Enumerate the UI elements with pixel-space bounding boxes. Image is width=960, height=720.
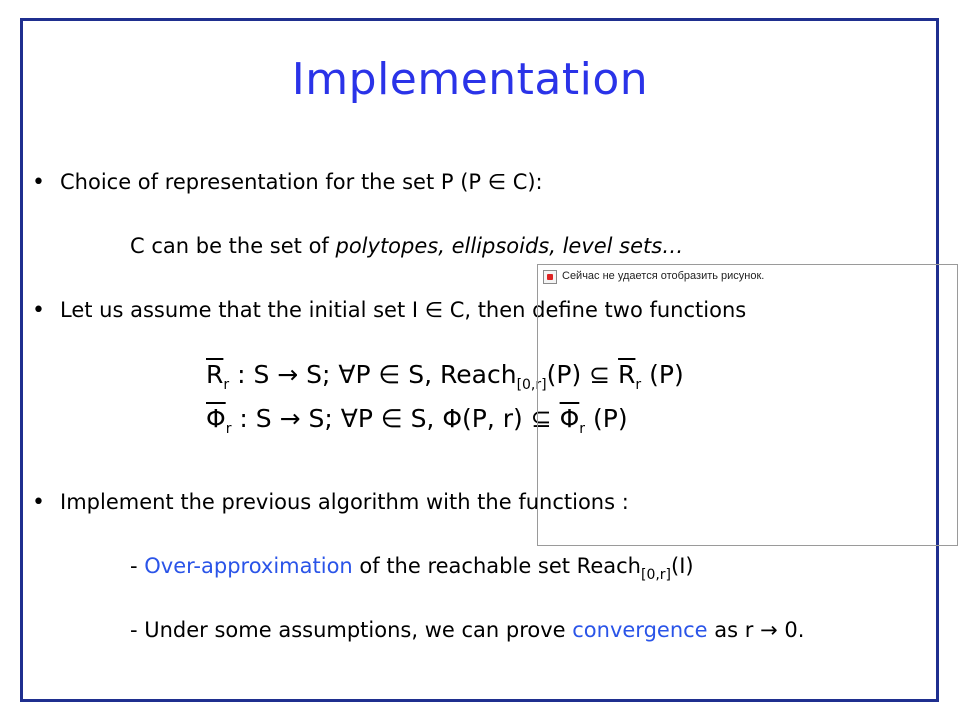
slide-frame xyxy=(20,18,939,702)
limit-text: as r → 0. xyxy=(707,618,805,642)
eq-r-sub-2: r xyxy=(635,377,642,393)
bullet-assume: Let us assume that the initial set I ∈ C… xyxy=(60,298,747,322)
bullet-choice: Choice of representation for the set P (… xyxy=(60,170,543,194)
eq-reach-text: : S → S; ∀P ∈ S, Reach xyxy=(229,360,517,389)
broken-image-icon xyxy=(543,270,557,284)
convergence-line: - Under some assumptions, we can prove c… xyxy=(130,618,804,642)
bullet-dot: • xyxy=(32,490,45,515)
broken-image-text: Сейчас не удается отобразить рисунок. xyxy=(562,270,765,282)
slide-title: Implementation xyxy=(291,54,649,105)
eq-r-sub: r xyxy=(223,377,230,393)
representation-examples: polytopes, ellipsoids, level sets… xyxy=(335,234,684,258)
eq-phi-sub-2: r xyxy=(579,421,586,437)
reach-sub: [0,r] xyxy=(640,567,672,583)
eq-subset: (P) ⊆ xyxy=(546,360,619,389)
equation-phi: Φr : S → S; ∀P ∈ S, Φ(P, r) ⊆ Φr (P) xyxy=(206,404,628,437)
eq-r-bar-2: R xyxy=(618,360,636,389)
eq-phi-p: (P) xyxy=(585,404,628,433)
reach-arg: (I) xyxy=(671,554,694,578)
over-approximation-term: Over-approximation xyxy=(144,554,353,578)
eq-r-bar: R xyxy=(206,360,224,389)
bullet-dot: • xyxy=(32,170,45,195)
convergence-term: convergence xyxy=(572,618,708,642)
representation-line: C can be the set of polytopes, ellipsoid… xyxy=(130,234,683,258)
reachable-set-text: of the reachable set Reach xyxy=(352,554,641,578)
dash: - xyxy=(130,554,145,578)
equation-reach: Rr : S → S; ∀P ∈ S, Reach[0,r](P) ⊆ Rr (… xyxy=(206,360,684,393)
assumption-text: - Under some assumptions, we can prove xyxy=(130,618,573,642)
eq-phi-bar: Φ xyxy=(206,404,226,433)
representation-text: C can be the set of xyxy=(130,234,336,258)
eq-phi-sub: r xyxy=(225,421,232,437)
eq-p: (P) xyxy=(641,360,684,389)
bullet-dot: • xyxy=(32,298,45,323)
eq-phi-bar-2: Φ xyxy=(559,404,580,433)
broken-image-placeholder: Сейчас не удается отобразить рисунок. xyxy=(537,264,958,546)
bullet-implement: Implement the previous algorithm with th… xyxy=(60,490,629,514)
over-approx-line: - Over-approximation of the reachable se… xyxy=(130,554,694,583)
eq-reach-sub: [0,r] xyxy=(516,377,547,393)
eq-phi-text: : S → S; ∀P ∈ S, Φ(P, r) ⊆ xyxy=(231,404,560,433)
